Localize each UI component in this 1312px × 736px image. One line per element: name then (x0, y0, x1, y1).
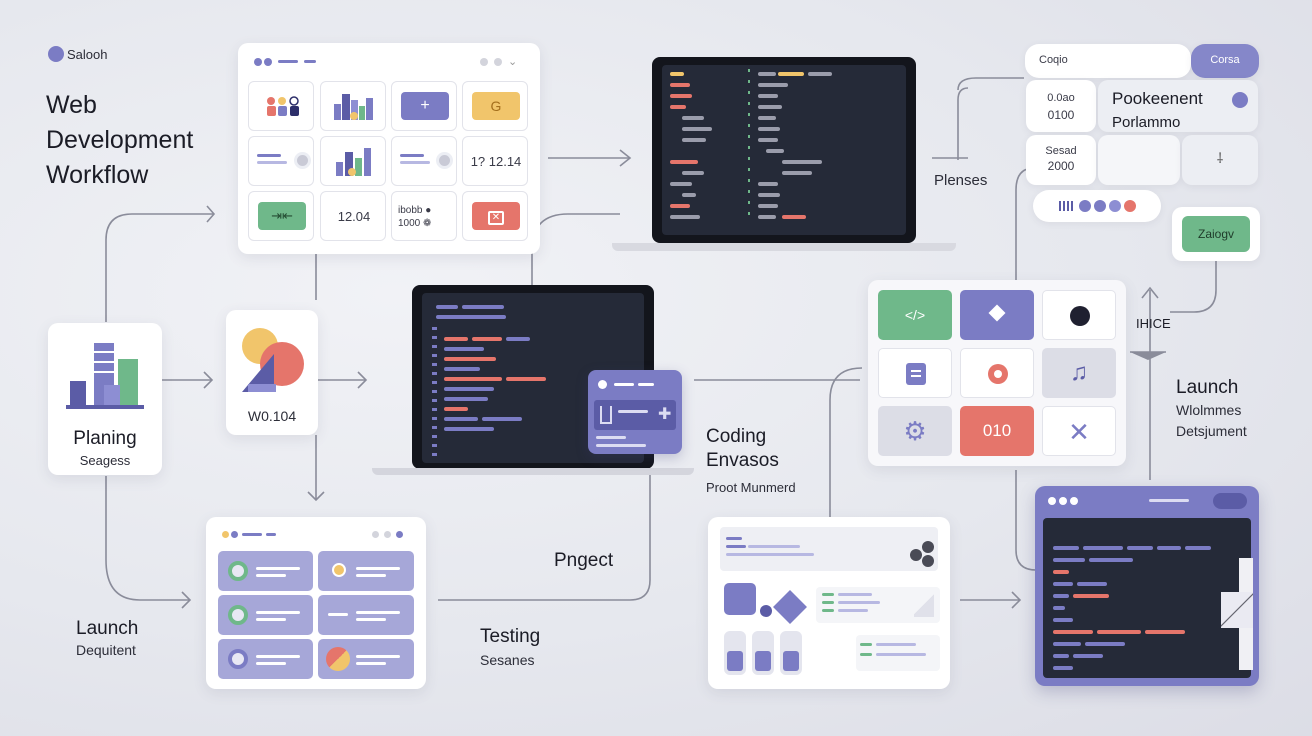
stage-pngect: Pngect (554, 550, 614, 571)
pin-icon: ⸸ (1216, 150, 1224, 166)
blank-card[interactable] (1098, 135, 1180, 185)
document-icon[interactable] (878, 348, 952, 398)
stage-plenses: Plenses (934, 172, 988, 189)
window-dot (264, 58, 272, 66)
tile-time[interactable]: 12.04 (320, 191, 386, 241)
mini-card[interactable]: W0.104 (226, 310, 318, 435)
tile-search-2[interactable] (391, 136, 457, 186)
code-icon[interactable]: </> (878, 290, 952, 340)
edit-icon[interactable] (1232, 92, 1248, 108)
laptop-base (372, 468, 694, 475)
tile-number[interactable]: 1? 12.14 (462, 136, 528, 186)
tile-add[interactable]: + (391, 81, 457, 131)
analytics-card[interactable] (708, 517, 950, 689)
stage-launch-right: Launch Wlolmmes Detsjument (1176, 377, 1247, 439)
brand-name: Salooh (67, 47, 108, 62)
search-icon (294, 152, 311, 169)
dashboard-card[interactable]: ⌄ + G 1? 12.14 (238, 43, 540, 254)
tablet-editor[interactable] (1035, 486, 1259, 686)
tile-search[interactable] (248, 136, 314, 186)
square-shape (724, 583, 756, 615)
stage-testing: Testing Sesanes (480, 626, 541, 668)
test-row[interactable] (218, 639, 313, 679)
settings-icon[interactable]: ⚙ (878, 406, 952, 456)
tile-shrink[interactable]: ⇥⇤ (248, 191, 314, 241)
tile-buildings[interactable] (320, 81, 386, 131)
floating-widget[interactable]: ✚ (588, 370, 682, 454)
search-icon (436, 152, 453, 169)
shapes-icon (242, 328, 304, 392)
test-row[interactable] (218, 595, 313, 635)
stage-launch-left: Launch Dequitent (76, 618, 139, 658)
dark-circle-icon[interactable] (1042, 290, 1116, 340)
people-icon (267, 96, 299, 116)
brand-logo-icon (48, 46, 64, 62)
tile-close[interactable]: ✕ (462, 191, 528, 241)
testing-card[interactable] (206, 517, 426, 689)
test-row[interactable] (218, 551, 313, 591)
music-note-icon[interactable]: ♫ (1042, 348, 1116, 398)
building-icon (336, 148, 371, 176)
plus-icon: ✚ (658, 406, 672, 423)
diamond-icon[interactable] (960, 290, 1034, 340)
code-editor-tablet[interactable] (1043, 518, 1251, 678)
test-row[interactable] (318, 595, 414, 635)
bar-chart-icon (66, 343, 144, 409)
close-icon: ✕ (472, 202, 520, 230)
mini-card-label: W0.104 (247, 408, 297, 424)
page-title: Web Development Workflow (46, 88, 193, 193)
record-icon[interactable] (960, 348, 1034, 398)
icon-grid-card[interactable]: </> ♫ ⚙ 010 ✕ (868, 280, 1126, 466)
stage-coding: Coding Envasos Proot Munmerd (706, 426, 796, 495)
building-icon (334, 94, 373, 120)
x-icon[interactable]: ✕ (1042, 406, 1116, 456)
planning-card[interactable]: Planing Seagess (48, 323, 162, 475)
color-swatch-bar[interactable] (1033, 190, 1161, 222)
scrollbar[interactable] (1221, 558, 1253, 670)
cell-010[interactable]: 010 (960, 406, 1034, 456)
title-line-1: Web (46, 91, 97, 119)
corsa-button[interactable]: Corsa (1191, 44, 1259, 78)
copio-field[interactable]: Coqio (1025, 44, 1191, 78)
stage-planning-title: Planing (73, 428, 137, 449)
tile-chart[interactable] (320, 136, 386, 186)
stat-card-1[interactable]: 0.0ao 0100 (1026, 80, 1096, 132)
target-icon: G (472, 92, 520, 120)
test-row[interactable] (318, 551, 414, 591)
pin-card[interactable]: ⸸ (1182, 135, 1258, 185)
laptop-base (612, 243, 956, 251)
collapse-icon: ⇥⇤ (258, 202, 306, 230)
test-row[interactable] (318, 639, 414, 679)
stage-planning-sub: Seagess (79, 453, 131, 468)
stage-ihice: IHICE (1136, 316, 1171, 331)
stat-card-2[interactable]: Sesad 2000 (1026, 135, 1096, 185)
zaiogv-card[interactable]: Zaiogv (1172, 207, 1260, 261)
plus-icon: + (401, 92, 449, 120)
window-dot (254, 58, 262, 66)
title-line-3: Workflow (46, 161, 149, 189)
chevron-icon[interactable]: ⌄ (508, 56, 518, 68)
pookeenent-card[interactable]: Pookeenent Porlammo (1098, 80, 1258, 132)
title-line-2: Development (46, 126, 194, 154)
tile-people[interactable] (248, 81, 314, 131)
tile-clock[interactable]: ibobb ● 1000 ❁ (391, 191, 457, 241)
laptop-top (652, 57, 916, 243)
tile-target[interactable]: G (462, 81, 528, 131)
code-editor-top[interactable] (662, 65, 906, 235)
